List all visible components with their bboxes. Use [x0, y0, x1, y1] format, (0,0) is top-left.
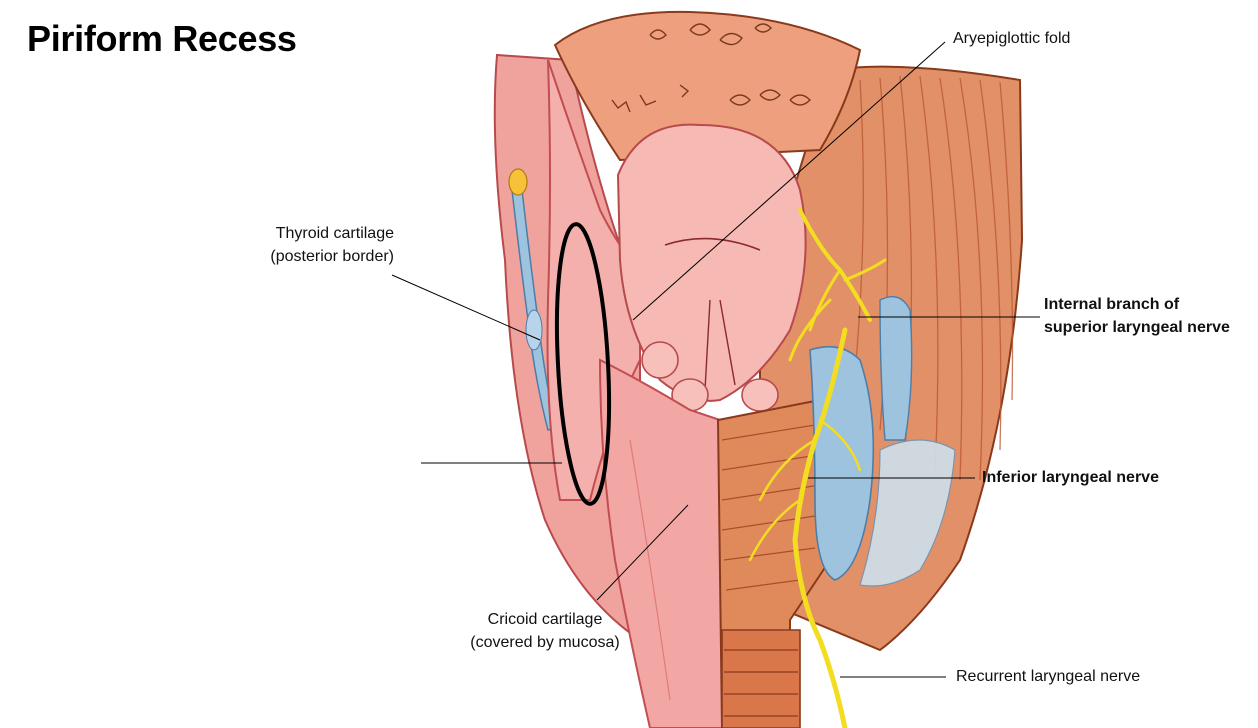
label-cricoid-line1: Cricoid cartilage: [487, 611, 603, 628]
label-cricoid-cartilage: Cricoid cartilage (covered by mucosa): [455, 608, 635, 654]
label-internal-branch: Internal branch of superior laryngeal ne…: [1044, 293, 1230, 339]
label-recurrent-laryngeal: Recurrent laryngeal nerve: [956, 668, 1141, 685]
label-thyroid-cartilage: Thyroid cartilage (posterior border): [240, 222, 394, 268]
label-internal-line2: superior laryngeal nerve: [1044, 319, 1230, 336]
label-inferior-laryngeal: Inferior laryngeal nerve: [982, 469, 1159, 486]
piriform-recess-highlight: [554, 222, 612, 506]
nerves: [748, 208, 887, 728]
label-internal-line1: Internal branch of: [1044, 296, 1180, 313]
leader-lines: [391, 41, 1040, 678]
label-aryepiglottic-fold: Aryepiglottic fold: [953, 30, 1071, 47]
leader-thyroid: [391, 274, 541, 341]
page-title: Piriform Recess: [27, 18, 297, 59]
leader-aryepiglottic: [632, 41, 946, 321]
label-thyroid-line2: (posterior border): [270, 248, 394, 265]
label-cricoid-line2: (covered by mucosa): [470, 634, 620, 651]
leader-cricoid: [596, 504, 689, 601]
tongue-base: [553, 10, 862, 162]
cricoid-mucosa: [598, 358, 727, 728]
label-thyroid-line1: Thyroid cartilage: [275, 225, 394, 242]
